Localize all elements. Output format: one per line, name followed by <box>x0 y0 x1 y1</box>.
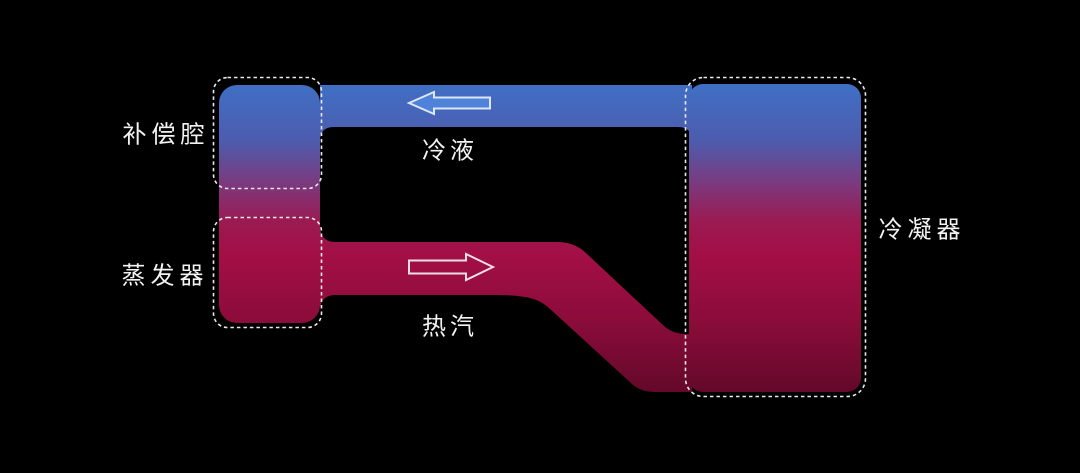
component-outlines <box>212 76 867 398</box>
compensation-evaporator-fill <box>219 85 320 323</box>
condenser-outline <box>684 76 867 398</box>
vapor-pipe-bottom-fillet <box>320 295 334 309</box>
liquid-line-pipe <box>300 85 692 141</box>
vapor-line-label: 热汽 <box>422 313 478 341</box>
right-arrow-icon <box>408 252 496 282</box>
compensation-chamber-label: 补偿腔 <box>122 121 210 149</box>
evaporator-label: 蒸发器 <box>121 262 209 290</box>
loop-body <box>219 84 861 392</box>
liquid-line-label: 冷液 <box>422 137 478 165</box>
condenser-label: 冷凝器 <box>878 216 966 244</box>
evaporator-outline <box>212 216 323 329</box>
vapor-line-pipe <box>300 242 692 392</box>
compensation-chamber-outline <box>212 76 323 190</box>
vapor-pipe-top-fillet <box>320 228 334 242</box>
condenser-fill <box>689 84 861 392</box>
left-arrow-icon <box>406 90 491 116</box>
